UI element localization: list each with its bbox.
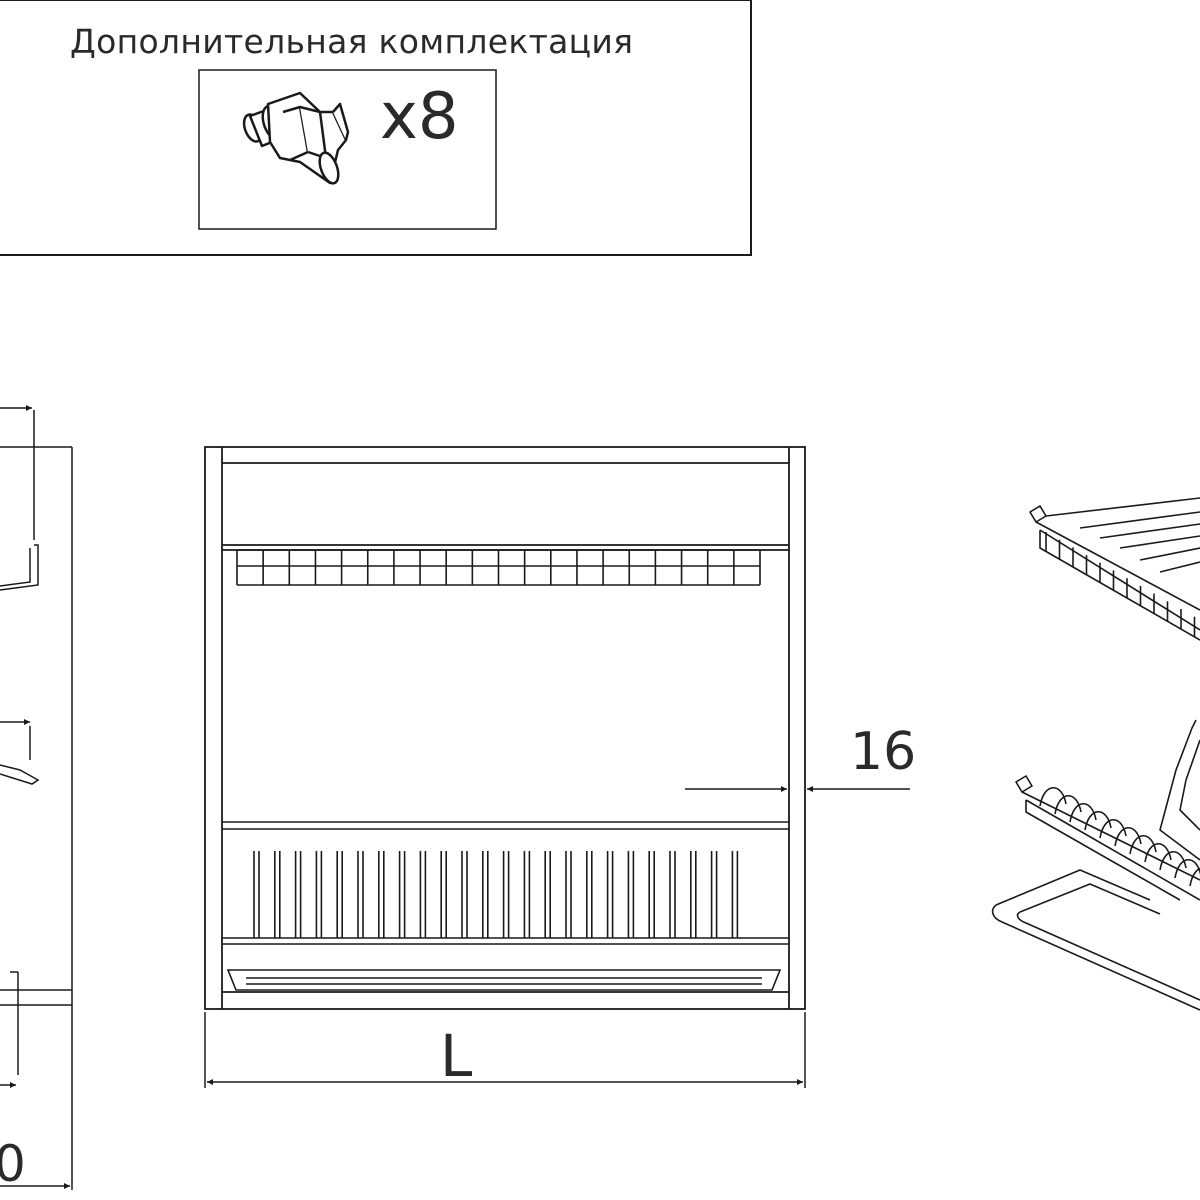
isometric-view xyxy=(991,497,1200,1011)
dimension-16-label: 16 xyxy=(850,722,917,782)
dimension-l-label: L xyxy=(440,1022,473,1090)
plate-holder-arc xyxy=(1054,795,1082,815)
upper-shelf-grid xyxy=(236,549,761,586)
plate-holder-arc xyxy=(1129,835,1157,855)
plate-holder-arc xyxy=(1099,819,1127,839)
plate-holder-arc xyxy=(1144,843,1172,863)
accessory-title: Дополнительная комплектация xyxy=(70,22,634,61)
front-view xyxy=(204,446,806,1010)
plate-holder-arc xyxy=(1069,803,1097,823)
plate-holder-arc xyxy=(1159,851,1187,871)
dowel-icon xyxy=(242,91,350,185)
side-view xyxy=(0,405,73,1190)
accessory-quantity: x8 xyxy=(380,80,459,154)
dimension-depth-label: 0 xyxy=(0,1135,26,1193)
accessory-panel xyxy=(0,0,752,256)
plate-holder-arc xyxy=(1084,811,1112,831)
plate-holder-arc xyxy=(1174,859,1200,879)
plate-holder-arc xyxy=(1114,827,1142,847)
dimension-l xyxy=(204,1012,806,1088)
plate-holder-arc xyxy=(1039,787,1067,807)
lower-plate-rack xyxy=(222,821,789,991)
plate-holder-arc xyxy=(1189,867,1200,887)
